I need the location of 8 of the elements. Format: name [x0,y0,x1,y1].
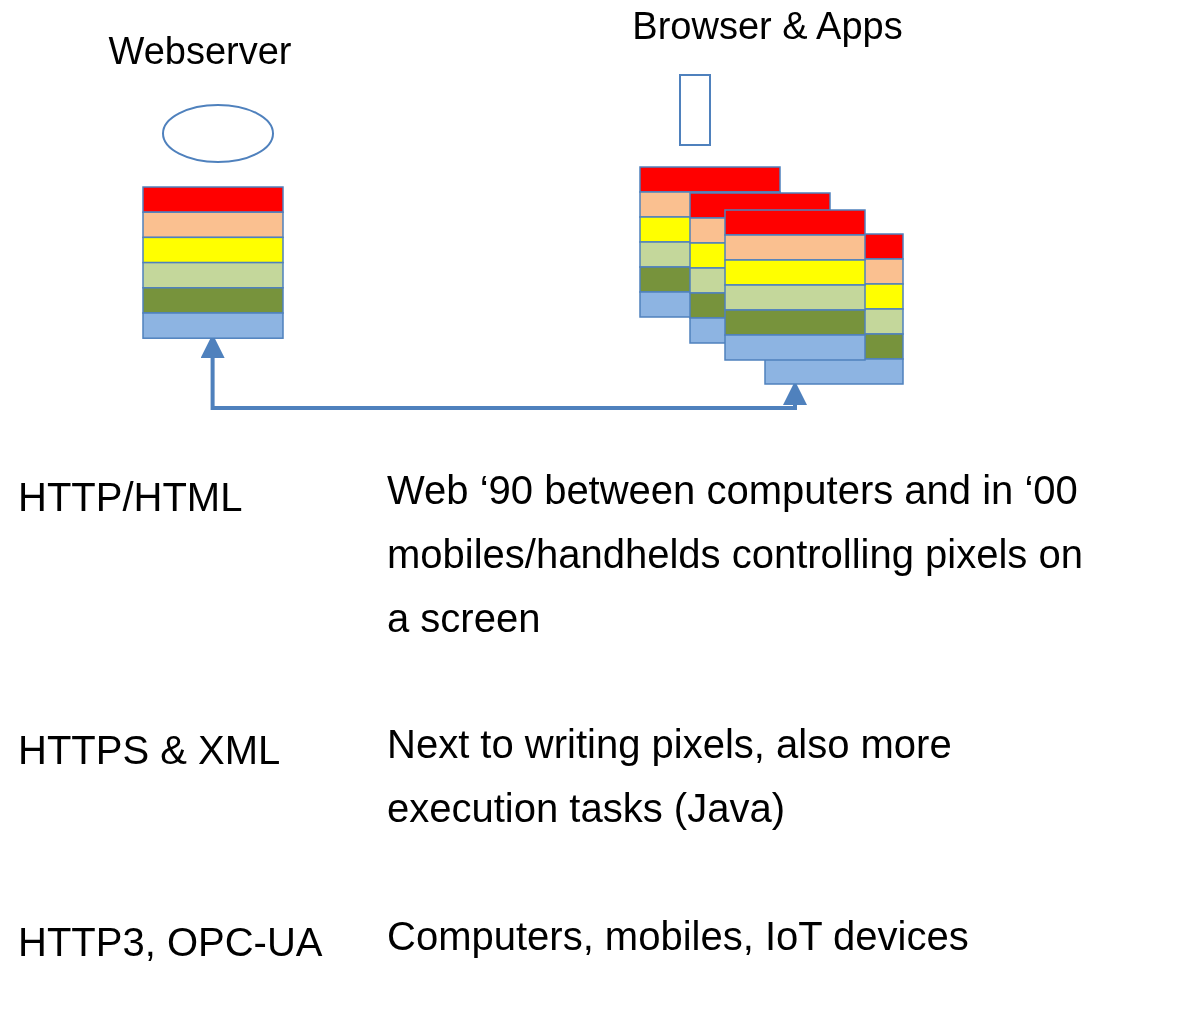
description-text: Next to writing pixels, also more execution tasks (Java) [387,721,953,832]
description-text: Computers, mobiles, IoT devices [387,913,970,960]
protocol-label: HTTP3, OPC-UA [18,919,324,966]
protocol-label: HTTP/HTML [18,474,244,521]
protocol-label: HTTPS & XML [18,727,282,774]
description-text: Web ‘90 between computers and in ‘00 mobiles/handhelds controlling pixels on a screen [387,467,1084,642]
node-title: Webserver [107,30,293,73]
node-title: Browser & Apps [631,5,904,48]
